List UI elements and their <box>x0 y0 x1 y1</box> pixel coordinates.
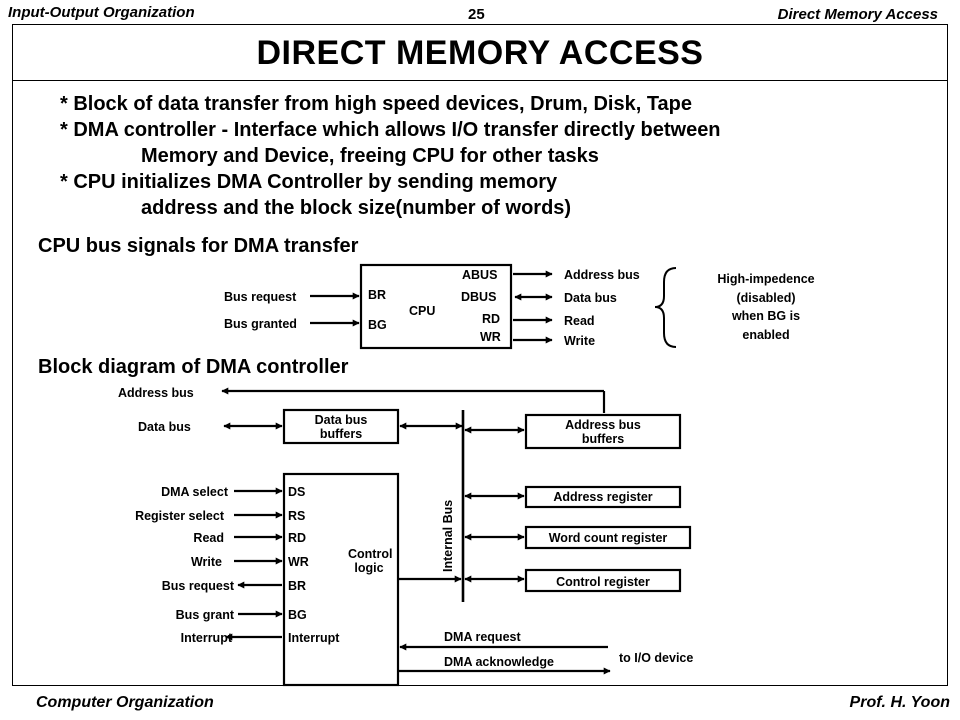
high-impedance-line-2: (disabled) <box>736 291 796 305</box>
header-course-topic: Input-Output Organization <box>8 4 195 21</box>
address-bus-buffers-line-2: buffers <box>581 432 625 446</box>
address-register-box <box>524 485 682 509</box>
dma-acknowledge-label: DMA acknowledge <box>444 655 554 669</box>
footer-author: Prof. H. Yoon <box>849 694 950 711</box>
cpu-write-label: Write <box>564 334 596 348</box>
pin-rs: RS <box>288 509 306 523</box>
bus-request-signal-label: Bus request <box>161 579 234 593</box>
cpu-label: CPU <box>409 304 436 318</box>
data-bus-buffers-line-2: buffers <box>319 427 363 441</box>
bus-grant-signal-label: Bus grant <box>175 608 234 622</box>
write-signal-label: Write <box>190 555 222 569</box>
word-count-register-box <box>524 525 692 550</box>
high-impedance-line-1: High-impedence <box>717 272 815 286</box>
cpu-bus-signals-heading: CPU bus signals for DMA transfer <box>38 235 359 257</box>
cpu-pin-abus: ABUS <box>462 268 498 282</box>
address-bus-buffers-line-1: Address bus <box>565 418 641 432</box>
cpu-data-bus-label: Data bus <box>564 291 617 305</box>
address-register-label: Address register <box>553 490 653 504</box>
bullet-3: * CPU initializes DMA Controller by send… <box>60 171 558 193</box>
cpu-pin-rd: RD <box>482 312 501 326</box>
bus-request-label: Bus request <box>224 290 297 304</box>
dma-block-diagram-heading: Block diagram of DMA controller <box>38 356 349 378</box>
pin-ds: DS <box>288 485 306 499</box>
bus-granted-label: Bus granted <box>224 317 297 331</box>
page-number: 25 <box>468 6 485 23</box>
footer-course: Computer Organization <box>36 694 214 711</box>
control-logic-line-2: logic <box>354 561 384 575</box>
data-bus-buffers-line-1: Data bus <box>314 413 368 427</box>
cpu-read-label: Read <box>564 314 595 328</box>
title-divider <box>12 80 948 81</box>
dma-select-label: DMA select <box>161 485 228 499</box>
cpu-pin-bg: BG <box>368 318 387 332</box>
header-section-title: Direct Memory Access <box>777 6 938 23</box>
pin-wr: WR <box>288 555 309 569</box>
bullet-3-cont: address and the block size(number of wor… <box>141 197 572 219</box>
slide-frame <box>12 24 948 686</box>
address-bus-buffers-box <box>524 413 682 450</box>
bullet-2: * DMA controller - Interface which allow… <box>60 119 721 141</box>
bullet-1: * Block of data transfer from high speed… <box>60 93 693 115</box>
high-impedance-line-4: enabled <box>742 328 790 342</box>
pin-br: BR <box>288 579 307 593</box>
control-logic-line-1: Control <box>348 547 393 561</box>
read-signal-label: Read <box>193 531 224 545</box>
cpu-pin-dbus: DBUS <box>461 290 497 304</box>
data-bus-buffers-box <box>282 408 400 445</box>
bullet-2-cont: Memory and Device, freeing CPU for other… <box>141 145 599 167</box>
cpu-pin-br: BR <box>368 288 387 302</box>
data-bus-label: Data bus <box>138 420 191 434</box>
interrupt-signal-label: Interrupt <box>180 631 232 645</box>
cpu-address-bus-label: Address bus <box>564 268 640 282</box>
control-register-box <box>524 568 682 593</box>
word-count-register-label: Word count register <box>548 531 668 545</box>
control-register-label: Control register <box>556 575 650 589</box>
brace-shape <box>654 267 677 348</box>
pin-interrupt: Interrupt <box>288 631 340 645</box>
pin-rd: RD <box>288 531 307 545</box>
internal-bus-label: Internal Bus <box>441 500 455 572</box>
high-impedance-line-3: when BG is <box>731 309 801 323</box>
cpu-box <box>359 263 513 350</box>
cpu-pin-wr: WR <box>480 330 501 344</box>
to-io-device-label: to I/O device <box>619 651 694 665</box>
control-logic-box <box>282 472 400 687</box>
address-bus-label: Address bus <box>118 386 194 400</box>
register-select-label: Register select <box>135 509 224 523</box>
slide-title: DIRECT MEMORY ACCESS <box>256 34 704 72</box>
dma-request-label: DMA request <box>444 630 521 644</box>
pin-bg: BG <box>288 608 307 622</box>
